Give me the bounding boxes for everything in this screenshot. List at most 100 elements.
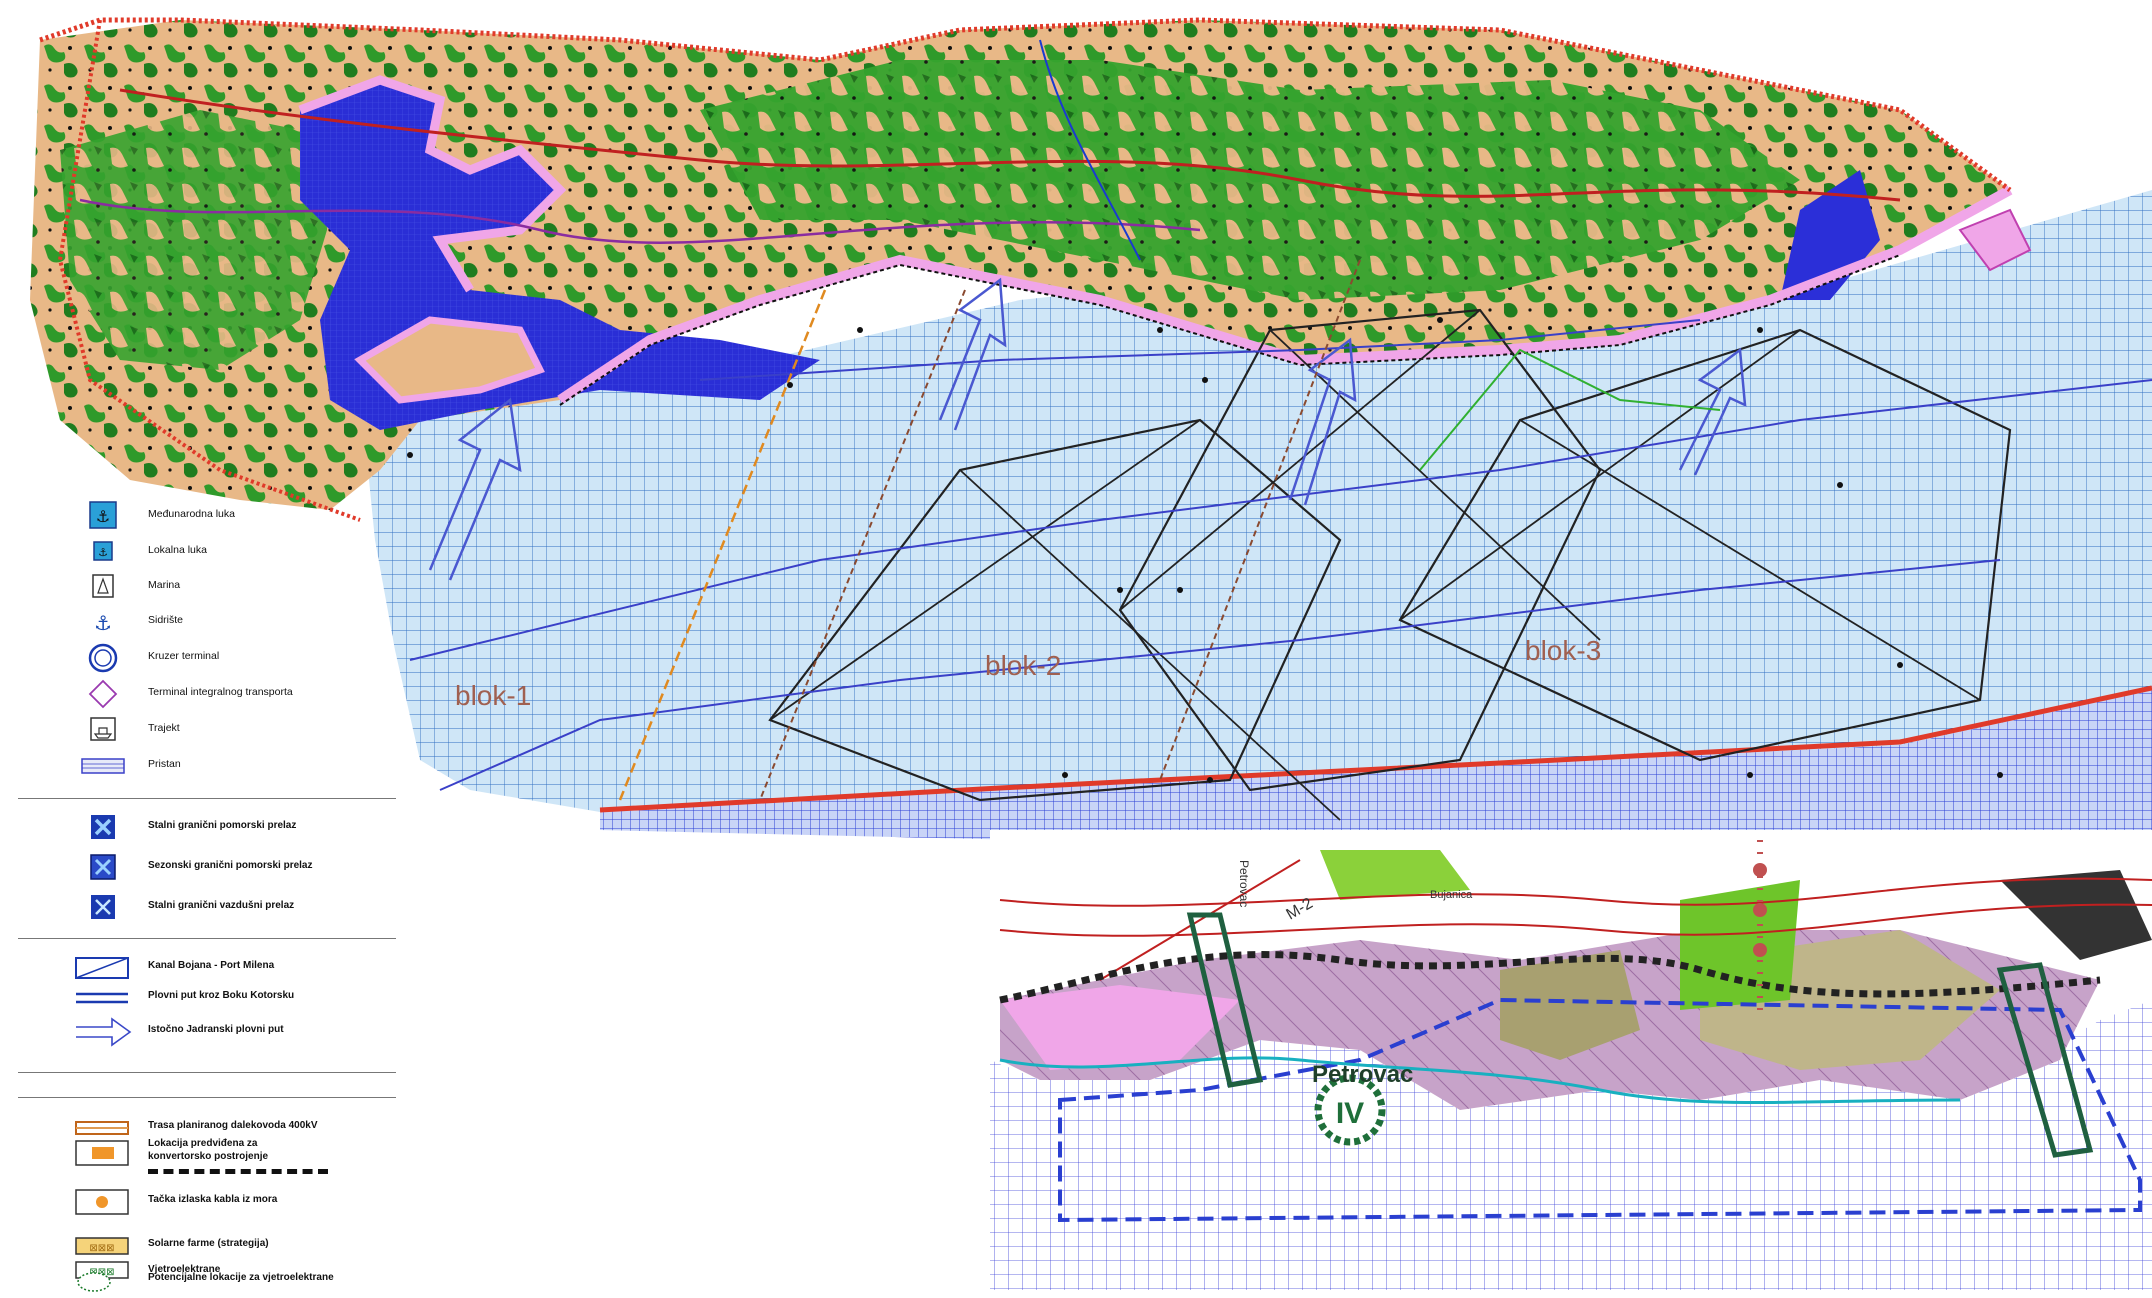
- seasonal-sea-crossing-icon: [90, 854, 116, 880]
- legend-item: Pristan: [0, 748, 400, 784]
- permanent-air-crossing-icon: [91, 895, 115, 919]
- block-label-2: blok-2: [985, 650, 1061, 681]
- legend-item: Trasa planiranog dalekovoda 400kV: [0, 1110, 400, 1146]
- adriatic-route-arrow-icon: [76, 1017, 132, 1047]
- legend-item: Plovni put kroz Boku Kotorsku: [0, 980, 400, 1016]
- inset-green-field: [1320, 850, 1470, 900]
- legend-label: Kanal Bojana - Port Milena: [148, 960, 275, 971]
- legend-label: Stalni granični vazdušni prelaz: [148, 900, 295, 911]
- river-line: [1039, 39, 1141, 261]
- legend-label: Plovni put kroz Boku Kotorsku: [148, 990, 295, 1001]
- legend-item: Kruzer terminal: [0, 640, 400, 676]
- svg-text:⚓: ⚓: [94, 611, 112, 635]
- wreck-points: [407, 317, 2003, 783]
- converter-location-icon: [75, 1140, 129, 1166]
- legend-label: Istočno Jadranski plovni put: [148, 1024, 284, 1035]
- inset-small-label: Bujanica: [1430, 889, 1473, 901]
- outer-sea-band: [600, 690, 2152, 840]
- petrovac-inset: IV Petrovac M-2 Bujanica Petrovac: [990, 830, 2152, 1290]
- bojana-canal-icon: [75, 957, 129, 979]
- legend-label: Trasa planiranog dalekovoda 400kV: [148, 1120, 318, 1131]
- block-label-3: blok-3: [1525, 635, 1601, 666]
- navigable-routes: [409, 319, 2152, 791]
- bojana-area: [1958, 208, 2032, 272]
- legend-label: Sidrište: [148, 614, 184, 626]
- pier-icon: [81, 758, 125, 774]
- coastal-land-green-west: [60, 110, 330, 370]
- territorial-sea-border: [599, 685, 2152, 813]
- legend-label: Lokacija predviđena za konvertorsko post…: [148, 1138, 269, 1162]
- legend-item: Stalni granični vazdušni prelaz: [0, 890, 400, 926]
- inset-place-label: Petrovac: [1312, 1061, 1413, 1088]
- legend-label: Vjetroelektrane: [148, 1264, 221, 1275]
- international-port-icon: ⚓: [89, 501, 117, 529]
- planned-line-brown-2: [1159, 259, 1361, 781]
- legend-item: Stalni granični pomorski prelaz: [0, 810, 400, 846]
- legend-label: Međunarodna luka: [148, 508, 235, 520]
- bay-coast-pink: [298, 75, 567, 293]
- sea-zone-grid: [360, 190, 2152, 820]
- legend-label: Terminal integralnog transporta: [148, 686, 293, 698]
- legend-item: ⚓ Lokalna luka: [0, 534, 400, 570]
- marina-icon: [92, 574, 114, 598]
- ferry-icon: [90, 717, 116, 741]
- legend-item: Lokacija predviđena za konvertorsko post…: [0, 1135, 400, 1181]
- power-line-icon: [75, 1121, 129, 1135]
- converter-dash-line: [148, 1169, 328, 1174]
- solar-farm-icon: ⊠⊠⊠: [75, 1237, 129, 1255]
- legend-divider: [18, 938, 396, 939]
- legend-label: Stalni granični pomorski prelaz: [148, 820, 297, 831]
- legend-item: ⚓ Sidrište: [0, 604, 400, 640]
- inset-green-field-2: [1680, 880, 1800, 1010]
- legend-item: Kanal Bojana - Port Milena: [0, 950, 400, 986]
- legend-label: Tačka izlaska kabla iz mora: [148, 1194, 278, 1205]
- legend-label: Sezonski granični pomorski prelaz: [148, 860, 313, 871]
- secondary-road: [79, 198, 1201, 244]
- local-port-icon: ⚓: [93, 541, 113, 561]
- svg-text:⚓: ⚓: [96, 507, 110, 526]
- adriatic-route-arrows: [428, 277, 1747, 581]
- map-legend: ⚓ Međunarodna luka ⚓ Lokalna luka Marina…: [0, 490, 400, 1292]
- legend-item: ⚓ Međunarodna luka: [0, 498, 400, 534]
- svg-text:⊠⊠⊠: ⊠⊠⊠: [89, 1267, 114, 1278]
- legend-item: Potencijalne lokacije za vjetroelektrane: [0, 1262, 400, 1298]
- legend-divider: [18, 1072, 396, 1073]
- block-label-1: blok-1: [455, 680, 531, 711]
- legend-label: Lokalna luka: [148, 544, 207, 556]
- coastline-pink: [557, 185, 2013, 405]
- legend-label: Kruzer terminal: [148, 650, 220, 662]
- planned-line-brown: [759, 289, 966, 801]
- main-road: [119, 88, 1901, 202]
- planned-line-orange: [618, 289, 827, 801]
- legend-label: Solarne farme (strategija): [148, 1238, 269, 1249]
- coastal-land-green: [700, 60, 1800, 300]
- legend-label: Potencijalne lokacije za vjetroelektrane: [148, 1272, 334, 1283]
- legend-item: Sezonski granični pomorski prelaz: [0, 850, 400, 886]
- zone-iv-circle: [1314, 1074, 1386, 1146]
- cruise-terminal-icon: [88, 643, 118, 673]
- legend-item: Istočno Jadranski plovni put: [0, 1014, 400, 1050]
- inset-small-label-2: Petrovac: [1237, 860, 1251, 907]
- navigable-route-icon: [76, 992, 128, 1004]
- legend-item: Marina: [0, 569, 400, 605]
- coastline-black: [559, 254, 1901, 406]
- permanent-sea-crossing-icon: [91, 815, 115, 839]
- integral-transport-terminal-icon: [88, 679, 118, 709]
- state-border: [39, 17, 2012, 193]
- legend-label: Pristan: [148, 758, 181, 770]
- svg-text:⊠⊠⊠: ⊠⊠⊠: [89, 1243, 114, 1254]
- potential-wind-farm-icon: [77, 1272, 111, 1292]
- legend-item: ⊠⊠⊠ Solarne farme (strategija): [0, 1228, 400, 1264]
- legend-item: Terminal integralnog transporta: [0, 676, 400, 712]
- svg-text:⚓: ⚓: [98, 546, 108, 559]
- anchorage-icon: ⚓: [94, 611, 112, 635]
- luštica-peninsula: [354, 316, 545, 404]
- legend-divider: [18, 1097, 396, 1098]
- block-diagonals: [769, 309, 1981, 821]
- legend-label: Trajekt: [148, 722, 180, 734]
- legend-item: Tačka izlaska kabla iz mora: [0, 1184, 400, 1220]
- inset-zone-label: IV: [1336, 1097, 1364, 1130]
- cable-exit-point-icon: [75, 1189, 129, 1215]
- legend-divider: [18, 798, 396, 799]
